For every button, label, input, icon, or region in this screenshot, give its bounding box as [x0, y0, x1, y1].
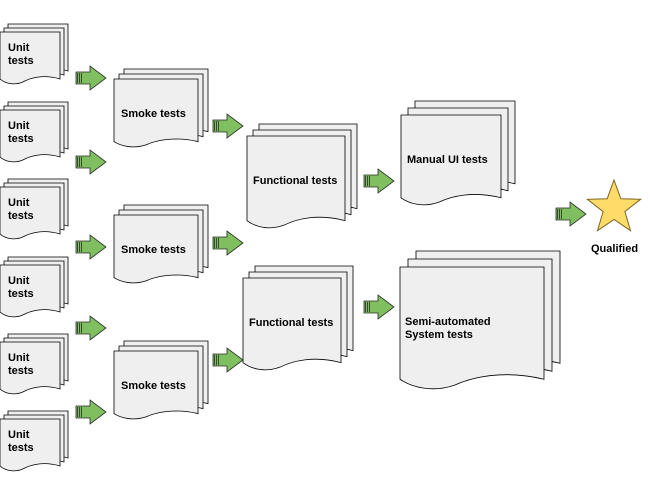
unit-tests-stack-1-page-3 — [0, 31, 61, 85]
flow-arrow-2 — [75, 149, 107, 175]
unit-tests-label-4: Unit tests — [8, 275, 34, 300]
flow-arrow-4 — [75, 315, 107, 341]
flow-arrow-1 — [75, 65, 107, 91]
flow-arrow-10 — [363, 294, 395, 320]
functional-tests-stack-1-page-3 — [246, 135, 346, 229]
manual-ui-tests-stack-page-3 — [400, 114, 502, 206]
functional-tests-label-2: Functional tests — [249, 317, 334, 329]
smoke-tests-label-3: Smoke tests — [121, 380, 186, 392]
unit-tests-label-3: Unit tests — [8, 197, 34, 222]
flow-arrow-11 — [555, 201, 587, 227]
flow-arrow-7 — [212, 230, 244, 256]
system-tests-stack-page-3 — [399, 266, 545, 390]
flow-arrow-5 — [75, 399, 107, 425]
smoke-tests-stack-1-page-3 — [113, 78, 199, 148]
functional-tests-label-1: Functional tests — [253, 175, 338, 187]
qualified-label: Qualified — [591, 243, 639, 255]
unit-tests-stack-3-page-3 — [0, 186, 61, 240]
smoke-tests-label-2: Smoke tests — [121, 244, 186, 256]
manual-ui-tests-label: Manual UI tests — [407, 154, 488, 166]
unit-tests-stack-6-page-3 — [0, 418, 61, 472]
unit-tests-stack-2-page-3 — [0, 109, 61, 163]
flow-arrow-8 — [212, 347, 244, 373]
unit-tests-label-5: Unit tests — [8, 352, 34, 377]
unit-tests-label-2: Unit tests — [8, 120, 34, 145]
flow-arrow-6 — [212, 113, 244, 139]
unit-tests-stack-5-page-3 — [0, 341, 61, 395]
smoke-tests-stack-2-page-3 — [113, 214, 199, 284]
functional-tests-stack-2-page-3 — [242, 277, 342, 371]
flow-arrow-3 — [75, 234, 107, 260]
flow-arrow-9 — [363, 168, 395, 194]
smoke-tests-stack-3-page-3 — [113, 350, 199, 420]
system-tests-label: Semi-automated System tests — [405, 316, 491, 341]
smoke-tests-label-1: Smoke tests — [121, 108, 186, 120]
unit-tests-stack-4-page-3 — [0, 264, 61, 318]
unit-tests-label-6: Unit tests — [8, 429, 34, 454]
unit-tests-label-1: Unit tests — [8, 42, 34, 67]
qualified-star-icon — [586, 178, 642, 232]
